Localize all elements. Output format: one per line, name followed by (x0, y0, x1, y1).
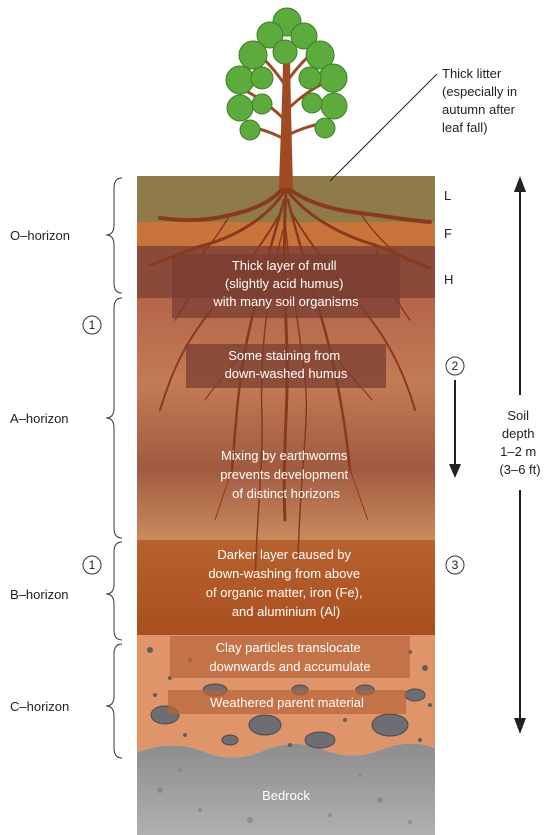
mixing-description: Mixing by earthworms prevents developmen… (220, 448, 352, 501)
b-horizon-label: B–horizon (10, 587, 69, 602)
clay-line: downwards and accumulate (209, 659, 370, 674)
mull-line: with many soil organisms (212, 294, 359, 309)
weathered-description: Weathered parent material (210, 695, 364, 710)
litter-leader-line (330, 74, 437, 181)
marker-three: 3 (446, 556, 464, 574)
marker-three-text: 3 (452, 558, 459, 572)
mull-line: (slightly acid humus) (225, 276, 344, 291)
sublayer-f-label: F (444, 226, 452, 241)
a-horizon-label: A–horizon (10, 411, 69, 426)
tree-note-line: Thick litter (442, 66, 502, 81)
marker-two-text: 2 (452, 359, 459, 373)
horizon-braces (106, 178, 122, 758)
soil-depth-line: 1–2 m (500, 444, 536, 459)
sublayer-h-label: H (444, 272, 453, 287)
soil-depth-label: Soil depth 1–2 m (3–6 ft) (499, 408, 540, 477)
tree-note-line: (especially in (442, 84, 517, 99)
marker-a-one: 1 (83, 316, 101, 334)
o-horizon-brace (106, 178, 122, 293)
tree-note-line: leaf fall) (442, 120, 488, 135)
b-horizon-brace (106, 542, 122, 640)
marker-two: 2 (446, 357, 464, 375)
staining-arrow (449, 380, 461, 478)
mull-description: Thick layer of mull (slightly acid humus… (212, 258, 359, 309)
mixing-line: prevents development (220, 467, 348, 482)
tree-note-line: autumn after (442, 102, 516, 117)
c-horizon-brace (106, 644, 122, 758)
a-horizon-brace (106, 298, 122, 538)
mixing-line: Mixing by earthworms (221, 448, 348, 463)
tree-note: Thick litter (especially in autumn after… (442, 66, 521, 135)
soil-depth-line: (3–6 ft) (499, 462, 540, 477)
c-horizon-label: C–horizon (10, 699, 69, 714)
darker-line: Darker layer caused by (217, 547, 351, 562)
sublayer-l-label: L (444, 188, 451, 203)
clay-line: Clay particles translocate (216, 640, 361, 655)
marker-a-one-text: 1 (89, 318, 96, 332)
soil-depth-line: depth (502, 426, 535, 441)
marker-b-one: 1 (83, 556, 101, 574)
staining-line: down-washed humus (225, 366, 348, 381)
soil-depth-line: Soil (507, 408, 529, 423)
marker-b-one-text: 1 (89, 558, 96, 572)
o-horizon-label: O–horizon (10, 228, 70, 243)
bedrock-label: Bedrock (262, 788, 310, 803)
darker-line: of organic matter, iron (Fe), (206, 585, 363, 600)
mull-line: Thick layer of mull (232, 258, 337, 273)
mixing-line: of distinct horizons (232, 486, 340, 501)
darker-line: down-washing from above (208, 566, 360, 581)
staining-line: Some staining from (228, 348, 340, 363)
darker-line: and aluminium (Al) (232, 604, 340, 619)
